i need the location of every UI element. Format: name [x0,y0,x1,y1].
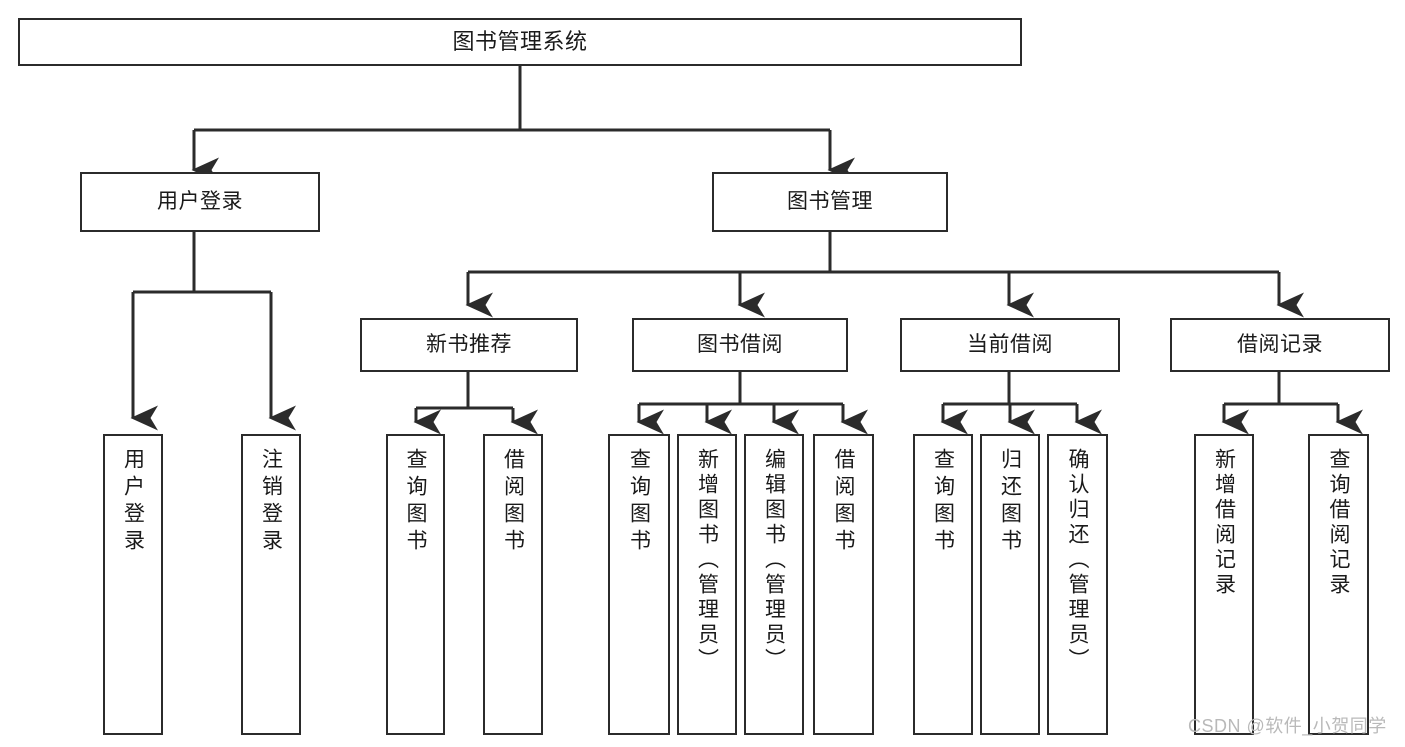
node-leaf-logout-login[interactable]: 注销登录 [241,434,301,735]
node-leaf-add-book-admin[interactable]: 新增图书（管理员） [677,434,737,735]
node-leaf-return-book[interactable]: 归还图书 [980,434,1040,735]
node-leaf-query-book-2[interactable]: 查询图书 [608,434,670,735]
node-leaf-add-borrow-record[interactable]: 新增借阅记录 [1194,434,1254,735]
node-user-login-label: 用户登录 [157,189,243,213]
node-leaf-query-book-3[interactable]: 查询图书 [913,434,973,735]
node-leaf-edit-book-admin-label: 编辑图书（管理员） [762,448,786,673]
node-leaf-query-book-2-label: 查询图书 [627,448,651,556]
node-root[interactable]: 图书管理系统 [18,18,1022,66]
node-user-login[interactable]: 用户登录 [80,172,320,232]
node-leaf-borrow-book-1-label: 借阅图书 [501,448,525,556]
node-current-borrow-label: 当前借阅 [967,332,1053,356]
node-borrow-record[interactable]: 借阅记录 [1170,318,1390,372]
node-current-borrow[interactable]: 当前借阅 [900,318,1120,372]
node-borrow-record-label: 借阅记录 [1237,332,1323,356]
node-leaf-query-borrow-record[interactable]: 查询借阅记录 [1308,434,1369,735]
node-leaf-query-book-1[interactable]: 查询图书 [386,434,445,735]
node-book-management[interactable]: 图书管理 [712,172,948,232]
node-leaf-borrow-book-1[interactable]: 借阅图书 [483,434,543,735]
node-leaf-borrow-book-2[interactable]: 借阅图书 [813,434,874,735]
node-leaf-add-borrow-record-label: 新增借阅记录 [1212,448,1236,598]
node-leaf-edit-book-admin[interactable]: 编辑图书（管理员） [744,434,804,735]
node-book-borrow[interactable]: 图书借阅 [632,318,848,372]
node-leaf-user-login[interactable]: 用户登录 [103,434,163,735]
node-new-book-recommend[interactable]: 新书推荐 [360,318,578,372]
node-new-book-recommend-label: 新书推荐 [426,332,512,356]
node-leaf-query-book-3-label: 查询图书 [931,448,955,556]
node-root-label: 图书管理系统 [452,29,588,55]
csdn-watermark: CSDN @软件_小贺同学 [1188,716,1387,736]
node-leaf-add-book-admin-label: 新增图书（管理员） [695,448,719,673]
node-leaf-query-borrow-record-label: 查询借阅记录 [1327,448,1350,598]
node-book-management-label: 图书管理 [787,189,873,213]
node-leaf-confirm-return-admin[interactable]: 确认归还（管理员） [1047,434,1108,735]
node-leaf-query-book-1-label: 查询图书 [404,448,427,556]
node-leaf-return-book-label: 归还图书 [998,448,1022,556]
node-leaf-confirm-return-admin-label: 确认归还（管理员） [1066,448,1089,673]
node-leaf-borrow-book-2-label: 借阅图书 [832,448,855,556]
node-leaf-logout-login-label: 注销登录 [259,448,283,556]
node-book-borrow-label: 图书借阅 [697,332,783,356]
node-leaf-user-login-label: 用户登录 [121,448,145,556]
